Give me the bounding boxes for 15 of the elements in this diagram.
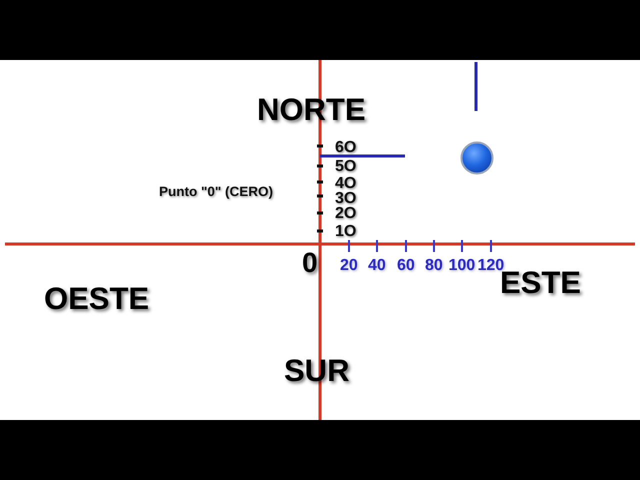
- tick-label: 3O: [335, 192, 356, 206]
- tick-label: 100: [448, 258, 476, 274]
- origin-label: 0: [302, 250, 318, 276]
- tick-label: 4O: [335, 176, 356, 192]
- tick-label: 40: [368, 258, 386, 274]
- tick-label: 2O: [335, 206, 356, 222]
- direction-label: ESTE: [500, 269, 581, 297]
- tick-label: 20: [340, 258, 358, 274]
- direction-label: OESTE: [44, 285, 150, 313]
- tick-label: 60: [397, 258, 415, 274]
- annotation-text: Punto "0" (CERO): [159, 186, 274, 198]
- tick-label: 5O: [335, 160, 356, 174]
- tick-label: 80: [425, 258, 443, 274]
- tick-label: 6O: [335, 140, 356, 156]
- tick-label: 1O: [335, 224, 356, 240]
